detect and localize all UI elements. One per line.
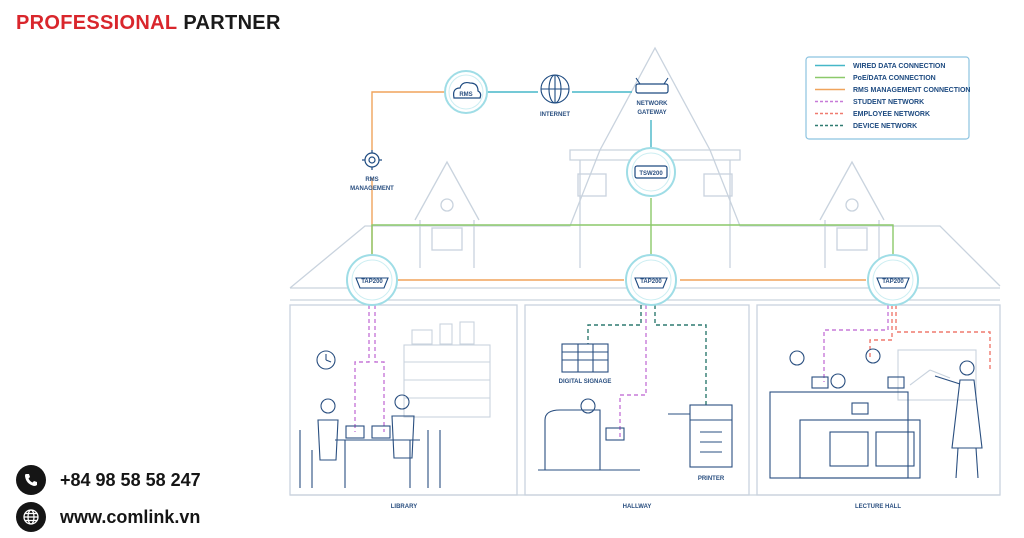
access-point-icon: [634, 277, 668, 289]
printer-label: PRINTER: [698, 476, 725, 482]
clock-icon: [316, 350, 336, 370]
gear-icon: [362, 150, 382, 170]
legend-item: WIRED DATA CONNECTION: [815, 63, 945, 70]
digital-signage-label: DIGITAL SIGNAGE: [559, 379, 612, 385]
legend-item: EMPLOYEE NETWORK: [815, 111, 930, 118]
gateway-label-1: NETWORK: [637, 101, 669, 107]
rms-management-node[interactable]: RMS MANAGEMENT: [350, 150, 394, 192]
person-icon: [320, 398, 336, 414]
rms-mgmt-label-2: MANAGEMENT: [350, 186, 394, 192]
person-icon: [865, 348, 881, 364]
ap-right-label: TAP200: [882, 279, 904, 285]
legend-item: STUDENT NETWORK: [815, 99, 924, 106]
phone-number: +84 98 58 58 247: [60, 469, 201, 490]
router-icon: [635, 83, 669, 94]
rms-cloud-node[interactable]: RMS: [444, 70, 488, 114]
hallway-scene: [538, 343, 733, 471]
contact-website[interactable]: www.comlink.vn: [16, 502, 200, 532]
switch-label: TSW200: [639, 171, 663, 177]
ap-center-label: TAP200: [640, 279, 662, 285]
legend-label: STUDENT NETWORK: [853, 99, 924, 106]
laptop-icon: [345, 425, 365, 439]
ap-left-label: TAP200: [361, 279, 383, 285]
legend-label: DEVICE NETWORK: [853, 123, 917, 130]
library-scene: [299, 321, 491, 488]
phone-icon: [16, 465, 46, 495]
legend-item: PoE/DATA CONNECTION: [815, 75, 936, 82]
laptop-icon: [811, 376, 829, 389]
teacher-icon: [959, 360, 975, 376]
brand-partner: PARTNER: [183, 12, 281, 34]
access-point-center[interactable]: TAP200: [625, 254, 677, 306]
person-icon: [580, 398, 596, 414]
armchair: [544, 409, 601, 471]
cloud-icon: [453, 81, 482, 99]
person-icon: [830, 373, 846, 389]
person-icon: [789, 350, 805, 366]
printer-icon: [689, 404, 733, 468]
rms-mgmt-label-1: RMS: [365, 177, 378, 183]
bookshelf: [403, 344, 491, 418]
whiteboard: [897, 349, 977, 401]
network-gateway-node[interactable]: NETWORK GATEWAY: [635, 77, 669, 116]
rms-cloud-label: RMS: [459, 92, 472, 98]
lecture-scene: [769, 348, 983, 479]
gateway-label-2: GATEWAY: [637, 110, 666, 116]
access-point-right[interactable]: TAP200: [867, 254, 919, 306]
laptop-icon: [605, 427, 625, 441]
internet-node[interactable]: INTERNET: [540, 74, 570, 118]
room-label-lecture-hall: LECTURE HALL: [855, 504, 901, 510]
contact-phone[interactable]: +84 98 58 58 247: [16, 465, 201, 495]
legend-label: RMS MANAGEMENT CONNECTION: [853, 87, 970, 94]
room-label-library: LIBRARY: [391, 504, 417, 510]
access-point-left[interactable]: TAP200: [346, 254, 398, 306]
laptop-icon: [851, 402, 869, 415]
laptop-icon: [371, 425, 391, 439]
globe-icon: [16, 502, 46, 532]
globe-network-icon: [540, 74, 570, 104]
website-url: www.comlink.vn: [60, 506, 201, 527]
lecture-desk: [769, 391, 909, 479]
access-point-icon: [876, 277, 910, 289]
internet-label: INTERNET: [540, 112, 570, 118]
person-icon: [394, 394, 410, 410]
laptop-icon: [887, 376, 905, 389]
access-point-icon: [355, 277, 389, 289]
connections: [354, 91, 991, 440]
legend-label: WIRED DATA CONNECTION: [853, 63, 945, 70]
brand-professional: PROFESSIONAL: [16, 12, 178, 34]
legend-item: DEVICE NETWORK: [815, 123, 917, 130]
switch-node[interactable]: TSW200: [626, 147, 676, 197]
legend: WIRED DATA CONNECTION PoE/DATA CONNECTION…: [805, 56, 970, 140]
legend-label: EMPLOYEE NETWORK: [853, 111, 930, 118]
switch-icon: [634, 165, 668, 179]
legend-label: PoE/DATA CONNECTION: [853, 75, 936, 82]
digital-signage-icon: [561, 343, 609, 373]
room-label-hallway: HALLWAY: [623, 504, 652, 510]
legend-item: RMS MANAGEMENT CONNECTION: [815, 87, 970, 94]
